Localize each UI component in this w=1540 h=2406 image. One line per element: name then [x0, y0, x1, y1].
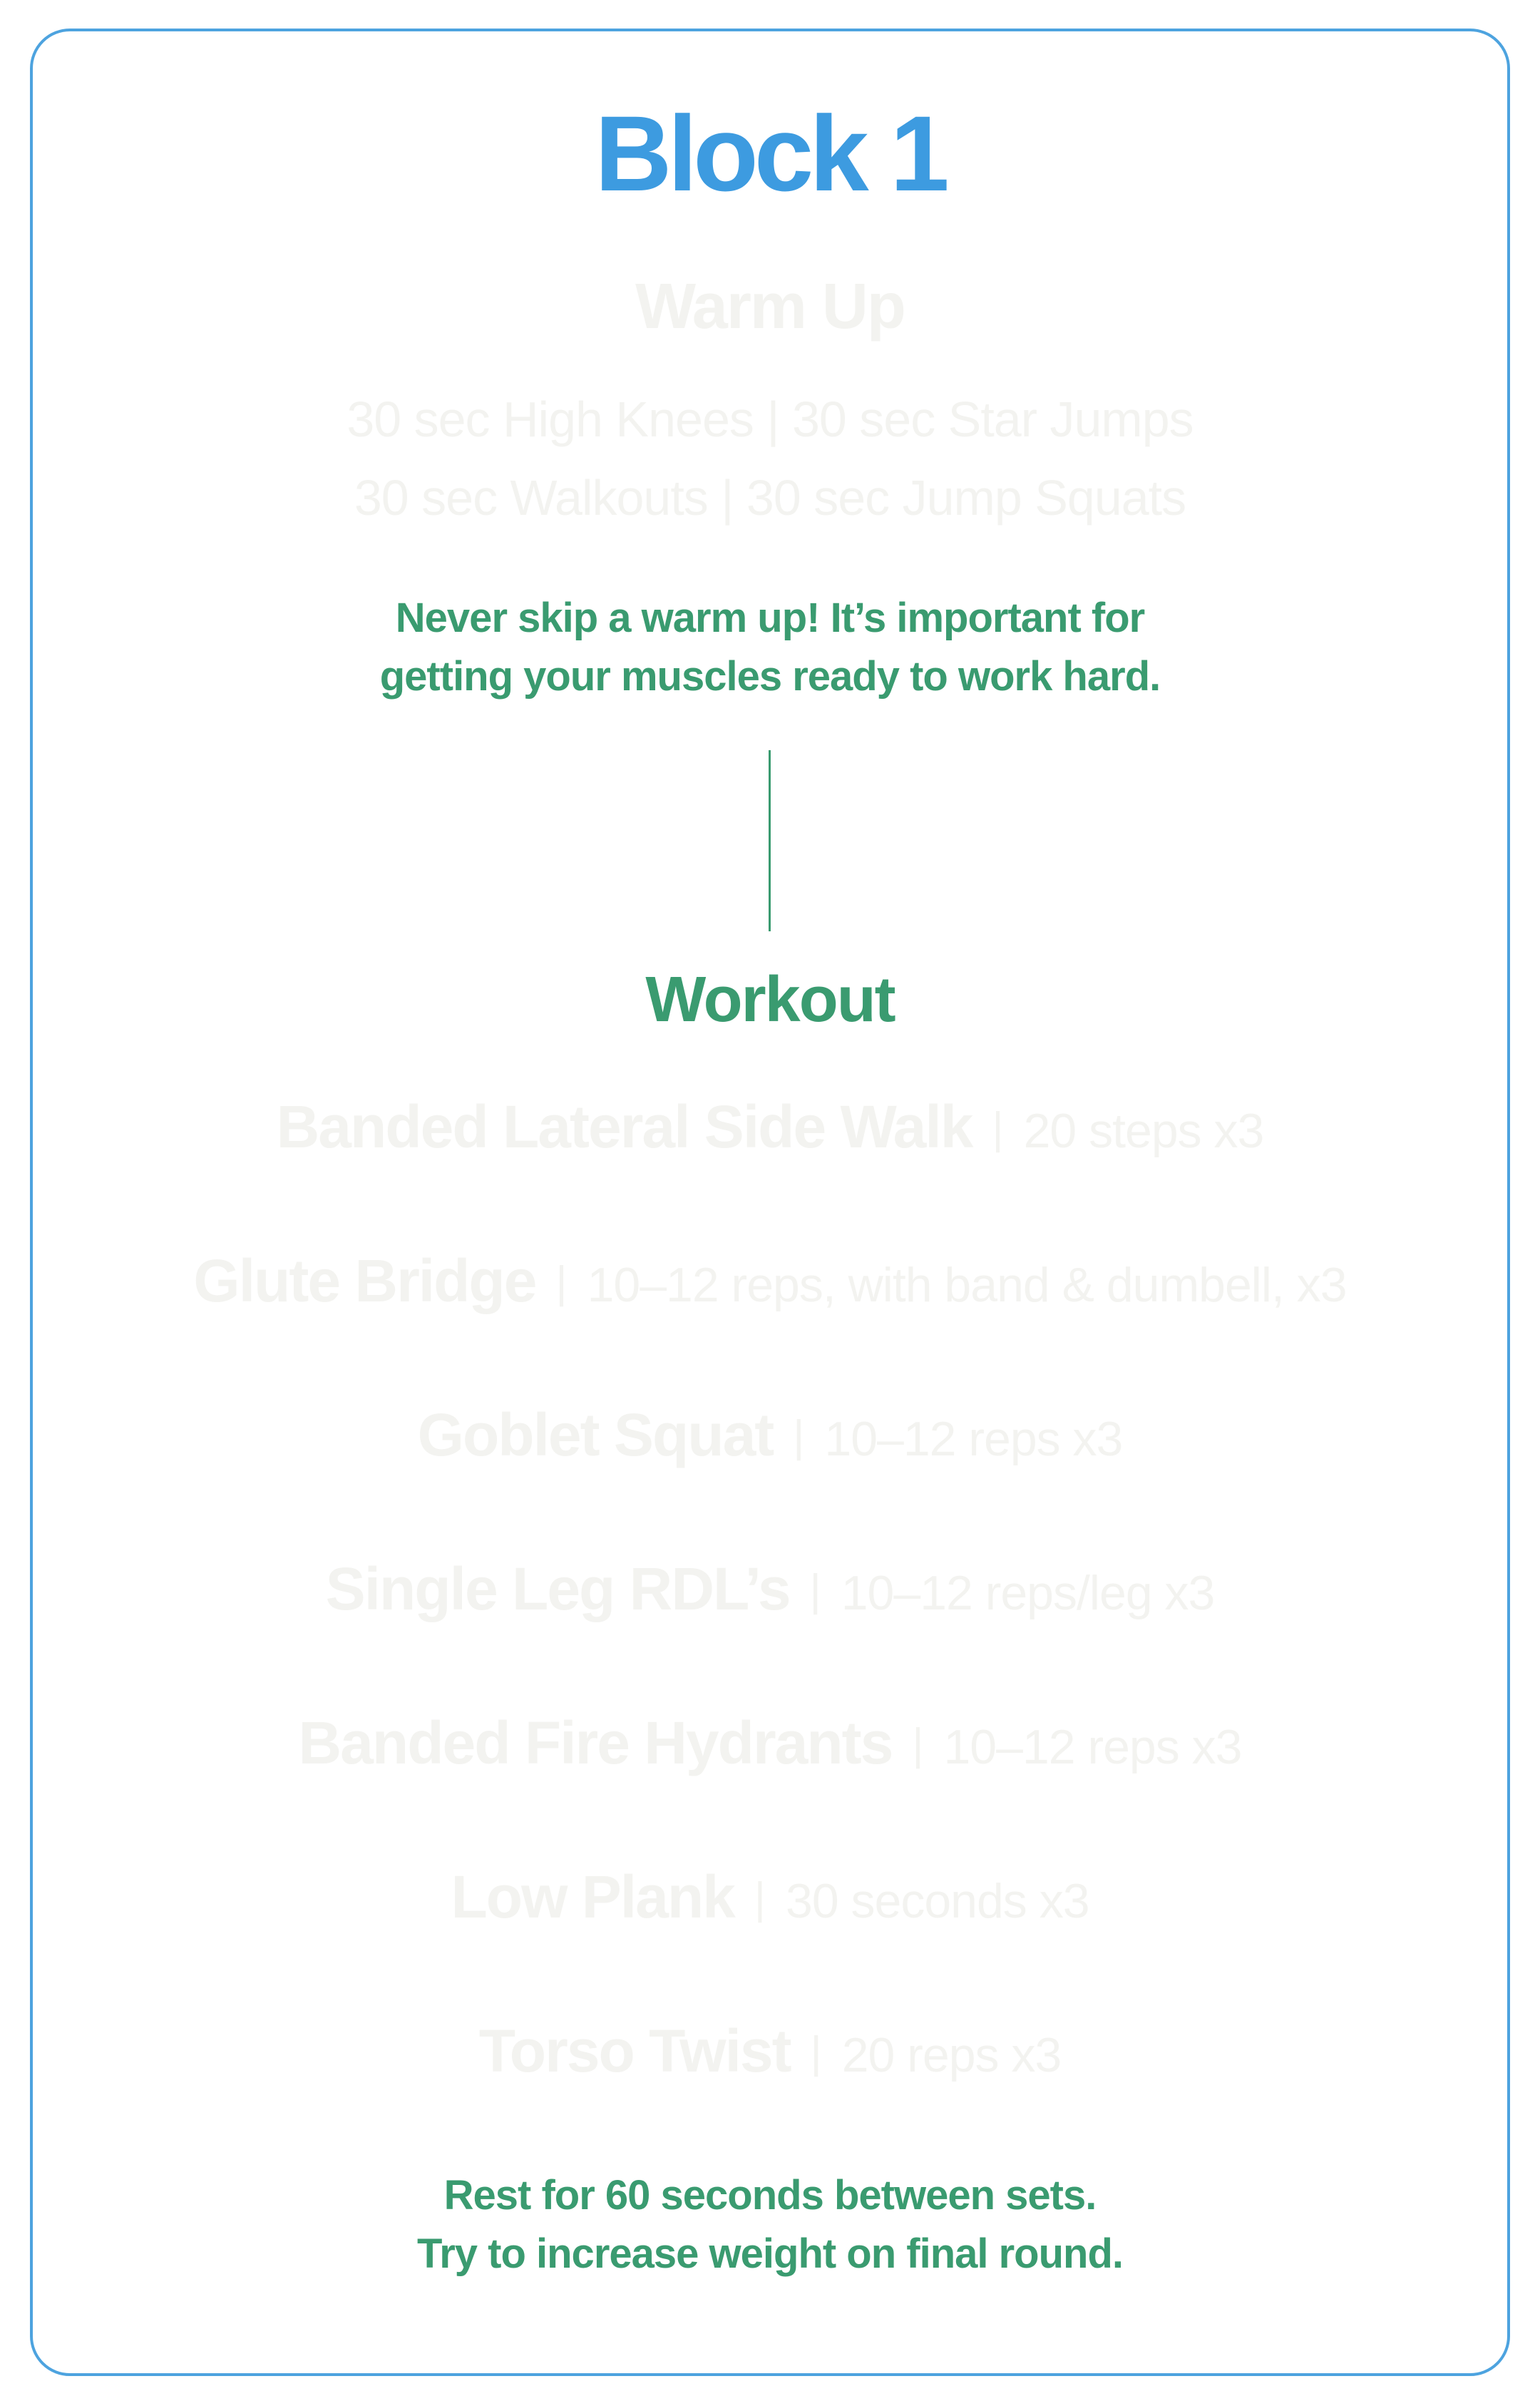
exercise-name: Banded Lateral Side Walk [276, 1093, 974, 1160]
warmup-line: 30 sec Walkouts | 30 sec Jump Squats [354, 470, 1186, 526]
block-card [30, 29, 1510, 2376]
exercise-separator: | [754, 1874, 766, 1923]
exercise-row: Banded Lateral Side Walk | 20 steps x3 [0, 1091, 1540, 1167]
exercise-name: Single Leg RDL’s [325, 1555, 791, 1622]
exercise-row: Goblet Squat | 10–12 reps x3 [0, 1399, 1540, 1475]
exercise-row: Glute Bridge | 10–12 reps, with band & dum… [0, 1245, 1540, 1321]
exercise-separator: | [810, 2028, 822, 2077]
warmup-note-line: getting your muscles ready to work hard. [379, 653, 1161, 700]
exercise-separator: | [912, 1720, 924, 1769]
warmup-heading: Warm Up [635, 271, 906, 342]
workout-note-line: Rest for 60 seconds between sets. [443, 2172, 1097, 2218]
exercise-name: Torso Twist [478, 2017, 792, 2084]
exercise-separator: | [555, 1258, 568, 1307]
exercise-name: Glute Bridge [193, 1247, 537, 1314]
exercise-name: Banded Fire Hydrants [298, 1709, 894, 1776]
exercise-detail: 20 steps x3 [1023, 1104, 1265, 1158]
exercise-detail: 30 seconds x3 [786, 1874, 1090, 1928]
block-title: Block 1 [595, 93, 950, 213]
exercise-separator: | [793, 1412, 805, 1461]
exercise-name: Goblet Squat [417, 1401, 775, 1468]
exercise-row: Single Leg RDL’s | 10–12 reps/leg x3 [0, 1553, 1540, 1629]
section-divider [769, 750, 771, 931]
workout-note-line: Try to increase weight on final round. [416, 2231, 1124, 2277]
warmup-line: 30 sec High Knees | 30 sec Star Jumps [346, 391, 1194, 447]
exercise-detail: 10–12 reps x3 [943, 1720, 1242, 1774]
exercise-separator: | [992, 1104, 1004, 1153]
exercise-row: Torso Twist | 20 reps x3 [0, 2015, 1540, 2091]
workout-heading: Workout [645, 964, 895, 1035]
exercise-detail: 10–12 reps/leg x3 [841, 1566, 1216, 1620]
exercise-separator: | [809, 1566, 821, 1615]
exercise-detail: 10–12 reps x3 [824, 1412, 1123, 1466]
exercise-detail: 10–12 reps, with band & dumbell, x3 [587, 1258, 1348, 1312]
exercise-detail: 20 reps x3 [841, 2028, 1062, 2082]
exercise-name: Low Plank [451, 1863, 735, 1930]
exercise-row: Low Plank | 30 seconds x3 [0, 1861, 1540, 1937]
exercise-row: Banded Fire Hydrants | 10–12 reps x3 [0, 1707, 1540, 1783]
warmup-note-line: Never skip a warm up! It’s important for [395, 595, 1145, 641]
